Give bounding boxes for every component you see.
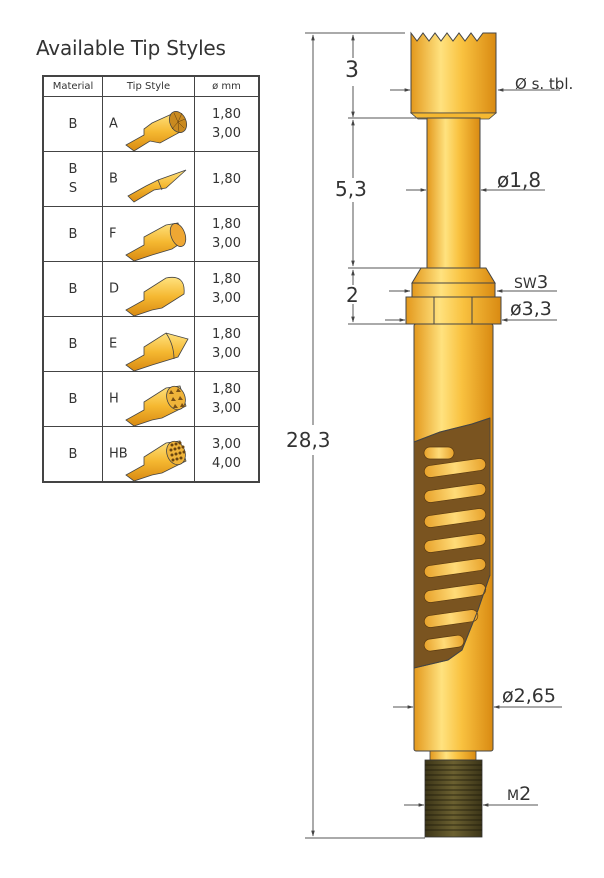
tip-style-cell: A <box>102 96 195 152</box>
tip-style-cell: H <box>102 371 195 427</box>
diameter-cell: 1,80 3,00 <box>194 96 260 152</box>
diameter-value: 1,80 <box>212 217 241 232</box>
dim-thread: M2 <box>507 783 531 805</box>
diameter-value: 3,00 <box>212 126 241 141</box>
diameter-cell: 3,00 4,00 <box>194 426 260 483</box>
thread-neck <box>429 750 477 761</box>
diameter-value: 1,80 <box>212 327 241 342</box>
dim-head-length: 3 <box>345 58 359 83</box>
diameter-value: 1,80 <box>212 107 241 122</box>
diameter-value: 1,80 <box>212 382 241 397</box>
diameter-value: 1,80 <box>212 171 241 187</box>
diameter-value: 3,00 <box>212 291 241 306</box>
tip-style-label: H <box>109 391 119 407</box>
dim-total-length: 28,3 <box>286 428 331 452</box>
tip-style-cell: E <box>102 316 195 372</box>
tip-style-label: E <box>109 336 118 352</box>
crown-serrated-tip-icon <box>122 101 190 157</box>
dim-collar-diameter: ø3,3 <box>510 298 552 320</box>
wrench-prefix: SW <box>514 276 537 292</box>
tip-style-label: A <box>109 116 118 132</box>
diameter-cell: 1,80 <box>194 151 260 207</box>
fine-multi-point-tip-icon <box>122 431 190 487</box>
tip-style-label: F <box>109 226 117 242</box>
material-cell: B <box>42 206 103 262</box>
dim-barrel-diameter: ø2,65 <box>502 685 556 707</box>
tip-style-label: HB <box>109 446 128 462</box>
rounded-tip-icon <box>122 266 190 322</box>
flat-tip-icon <box>122 211 190 267</box>
dim-plunger-diameter: ø1,8 <box>497 168 542 192</box>
barrel <box>413 323 494 752</box>
thread-value: 2 <box>519 783 532 805</box>
diameter-value: 3,00 <box>212 346 241 361</box>
material-value: S <box>68 181 78 196</box>
material-cell: B <box>42 426 103 483</box>
diameter-cell: 1,80 3,00 <box>194 371 260 427</box>
plunger <box>426 117 481 269</box>
spear-point-tip-icon <box>122 156 190 212</box>
dim-plunger-length: 5,3 <box>335 177 367 201</box>
diameter-cell: 1,80 3,00 <box>194 261 260 317</box>
table-row: B HB 3,00 4,00 <box>42 426 260 483</box>
tip-style-label: D <box>109 281 120 297</box>
diameter-value: 1,80 <box>212 272 241 287</box>
conical-tip-icon <box>122 321 190 377</box>
thread-m2 <box>424 759 483 838</box>
wrench-value: 3 <box>536 272 549 293</box>
diameter-value: 4,00 <box>212 456 241 471</box>
diameter-cell: 1,80 3,00 <box>194 316 260 372</box>
tip-style-cell: D <box>102 261 195 317</box>
diameter-value: 3,00 <box>212 236 241 251</box>
multi-point-tip-icon <box>122 376 190 432</box>
hex-collar <box>405 267 502 325</box>
dimension-lines <box>305 32 562 839</box>
thread-prefix: M <box>507 788 520 804</box>
dim-collar-length: 2 <box>346 283 359 307</box>
tip-style-cell: HB <box>102 426 195 483</box>
dim-wrench-size: SW3 <box>514 272 548 293</box>
page-title: Available Tip Styles <box>36 36 226 60</box>
material-value: B <box>68 162 78 177</box>
tip-style-label: B <box>109 171 118 187</box>
diameter-value: 3,00 <box>212 437 241 452</box>
dim-head-diameter: Ø s. tbl. <box>515 75 574 93</box>
tip-style-cell: B <box>102 151 195 207</box>
probe-head <box>409 31 498 120</box>
tip-style-cell: F <box>102 206 195 262</box>
diameter-cell: 1,80 3,00 <box>194 206 260 262</box>
diameter-value: 3,00 <box>212 401 241 416</box>
